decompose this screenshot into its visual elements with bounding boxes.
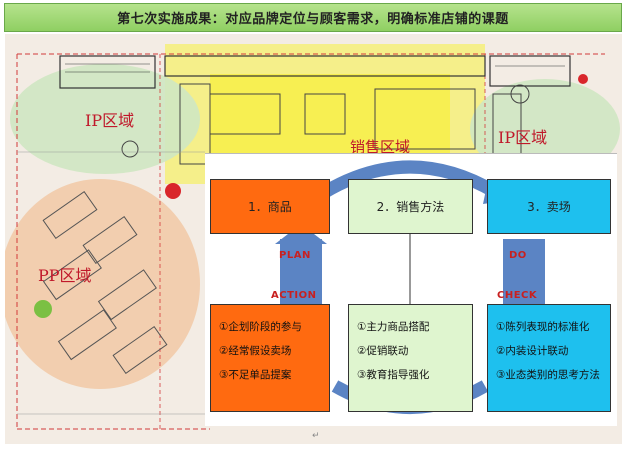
zone-label-ip-right: IP区域 <box>498 128 548 147</box>
task-item: ②经常假设卖场 <box>219 345 292 357</box>
zone-label-ip-left: IP区域 <box>85 111 135 130</box>
category-box-store-floor: 3．卖场 <box>487 179 611 234</box>
task-item: ③教育指导强化 <box>357 369 430 381</box>
task-list-products: ①企划阶段的参与 ②经常假设卖场 ③不足单品提案 <box>210 304 330 412</box>
task-list-store-floor: ①陈列表现的标准化 ②内装设计联动 ③业态类别的思考方法 <box>487 304 611 412</box>
task-item: ②内装设计联动 <box>496 345 569 357</box>
task-list-sales-method: ①主力商品搭配 ②促销联动 ③教育指导强化 <box>348 304 473 412</box>
category-box-sales-method: 2．销售方法 <box>348 179 473 234</box>
task-item: ①企划阶段的参与 <box>219 321 302 333</box>
page-title: 第七次实施成果：对应品牌定位与顾客需求，明确标准店铺的课题 <box>4 3 622 32</box>
category-title: 3．卖场 <box>527 200 571 214</box>
cycle-label-check: CHECK <box>497 290 538 301</box>
cycle-label-action: ACTION <box>271 290 317 301</box>
category-title: 1．商品 <box>248 200 292 214</box>
task-item: ①陈列表现的标准化 <box>496 321 590 333</box>
cycle-label-plan: PLAN <box>279 250 311 261</box>
paragraph-mark: ↵ <box>312 431 320 441</box>
task-item: ②促销联动 <box>357 345 409 357</box>
improvement-diagram: 1．商品 ①企划阶段的参与 ②经常假设卖场 ③不足单品提案 2．销售方法 ①主力… <box>205 153 617 426</box>
task-item: ③不足单品提案 <box>219 369 292 381</box>
zone-label-sales: 销售区域 <box>350 138 411 156</box>
cycle-label-do: DO <box>509 250 527 261</box>
category-title: 2．销售方法 <box>376 200 445 214</box>
zone-label-pp: PP区域 <box>38 266 92 285</box>
task-item: ③业态类别的思考方法 <box>496 369 600 381</box>
category-box-products: 1．商品 <box>210 179 330 234</box>
task-item: ①主力商品搭配 <box>357 321 430 333</box>
